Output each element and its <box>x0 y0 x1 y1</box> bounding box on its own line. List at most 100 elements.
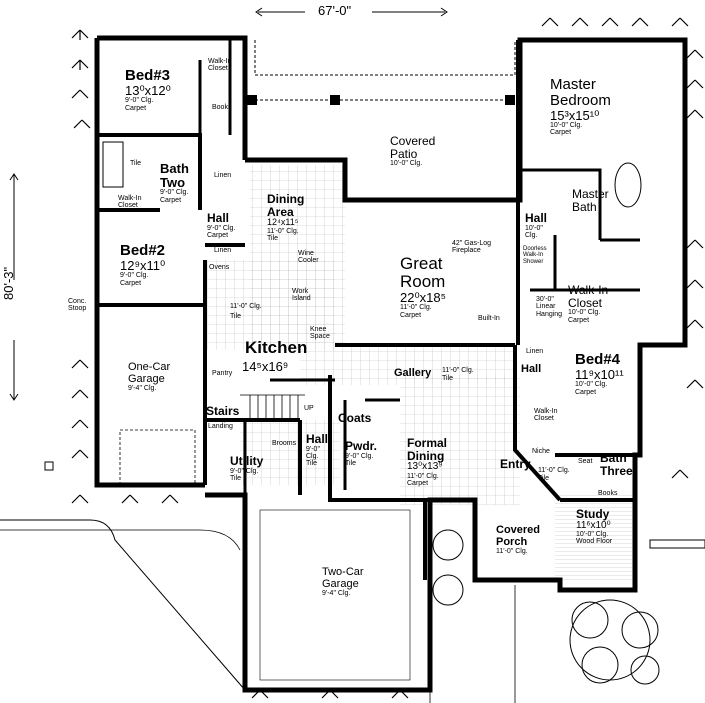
linen-right-label: Linen <box>526 348 544 355</box>
dimension-lines <box>9 7 448 401</box>
room-size: 13⁰x13⁹ <box>407 461 443 473</box>
walls <box>94 35 688 693</box>
room-bath-two: Bath Two 9'-0" Clg. Carpet <box>160 162 202 204</box>
room-ceiling: 10'-0" Clg. <box>390 160 423 168</box>
room-floor: Wood Floor <box>576 538 613 546</box>
room-ceiling: 10'-0" Clg. <box>550 122 583 130</box>
room-ceiling: 9'-0" Clg. <box>345 452 374 460</box>
room-name: Bed#3 <box>125 67 171 84</box>
trees <box>432 529 660 685</box>
gallery-ceiling: 11'-0" Clg. <box>442 367 474 374</box>
room-master-closet: Walk-In Closet 10'-0" Clg. Carpet <box>568 284 628 324</box>
bed3-books-label: Books <box>212 104 232 111</box>
bed2-closet-label: Walk-In Closet <box>118 195 142 210</box>
brooms-label: Brooms <box>272 440 297 447</box>
room-name: Pwdr. <box>345 439 378 453</box>
room-floor: Carpet <box>400 311 422 319</box>
seat-label: Seat <box>578 458 593 465</box>
pantry-label: Pantry <box>212 370 233 377</box>
room-name: Walk-In Closet <box>568 283 609 310</box>
room-name: Dining Area <box>267 192 305 219</box>
room-powder: Pwdr. 9'-0" Clg. Tile <box>345 440 377 467</box>
room-size: 12⁴x11⁵ <box>267 217 299 228</box>
entry-label: Entry <box>500 457 531 471</box>
room-ceiling: 10'-0" Clg. <box>576 531 609 539</box>
room-floor: Carpet <box>125 104 147 112</box>
kitchen-size: 14⁵x16⁹ <box>242 359 289 374</box>
wine-cooler-label: Wine Cooler <box>298 250 319 265</box>
room-name: Formal Dining <box>407 436 448 463</box>
room-size: 22⁰x18⁵ <box>400 289 447 305</box>
work-island-label: Work Island <box>292 288 311 303</box>
entry-ceiling: 11'-0" Clg. <box>538 467 570 474</box>
stairs-up-label: UP <box>304 405 314 412</box>
room-floor: Carpet <box>207 231 229 239</box>
room-ceiling: 9'-0" Clg. <box>306 445 320 460</box>
width-dimension: 67'-0" <box>318 3 352 18</box>
room-floor: Tile <box>230 474 242 482</box>
room-name: Bed#2 <box>120 242 166 259</box>
niche-label: Niche <box>532 448 550 455</box>
shower-label: Doorless Walk-In Shower <box>523 246 547 265</box>
linear-hanging-label: 30'-0" Linear Hanging <box>536 296 563 318</box>
room-great-room: Great Room 22⁰x18⁵ 11'-0" Clg. Carpet <box>400 255 450 319</box>
room-two-car-garage: Two-Car Garage 9'-4" Clg. <box>322 566 382 597</box>
room-floor: Tile <box>345 459 357 467</box>
room-ceiling: 10'-0" Clg. <box>568 309 601 317</box>
room-name: Hall <box>207 211 230 225</box>
room-bed4: Bed#4 11⁹x10¹¹ 10'-0" Clg. Carpet <box>575 352 624 396</box>
room-ceiling: 9'-0" Clg. <box>120 272 149 280</box>
room-size: 11⁹x10¹¹ <box>575 366 624 382</box>
room-utility: Utility 9'-0" Clg. Tile <box>230 455 263 482</box>
room-name: Covered Patio <box>390 134 436 161</box>
room-name: Great Room <box>400 254 446 291</box>
room-covered-porch: Covered Porch 11'-0" Clg. <box>496 524 546 555</box>
bath-two-tile: Tile <box>130 160 142 167</box>
room-floor: Carpet <box>407 480 429 488</box>
room-floor: Tile <box>306 460 318 468</box>
room-ceiling: 10'-0" Clg. <box>525 224 543 239</box>
room-name: Master Bedroom <box>550 76 611 109</box>
room-name: Study <box>576 507 610 521</box>
room-hall-center: Hall 9'-0" Clg. Tile <box>306 433 328 468</box>
hall-linen-label: Linen <box>214 247 232 254</box>
bed4-closet-label: Walk-In Closet <box>534 408 558 423</box>
room-name: Hall <box>306 432 329 446</box>
study-books-label: Books <box>598 490 618 497</box>
room-ceiling: 11'-0" Clg. <box>407 472 439 480</box>
hall-right-label: Hall <box>521 363 542 375</box>
room-study: Study 11⁶x10⁰ 10'-0" Clg. Wood Floor <box>576 508 612 546</box>
knee-space-label: Knee Space <box>310 326 330 341</box>
room-name: Hall <box>525 211 548 225</box>
room-name: Two-Car Garage <box>322 566 364 590</box>
gallery-label: Gallery <box>394 367 432 379</box>
room-size: 11⁶x10⁰ <box>576 519 611 531</box>
room-floor: Carpet <box>160 196 182 204</box>
room-ceiling: 11'-0" Clg. <box>400 304 432 312</box>
stoop-label: Conc. Stoop <box>68 298 87 313</box>
bed3-closet-label: Walk-In Closet <box>208 58 232 73</box>
room-floor: Carpet <box>550 129 572 137</box>
bath-three-label: Bath Three <box>600 451 633 478</box>
kitchen-floor: Tile <box>230 313 242 320</box>
landing-label: Landing <box>208 423 233 430</box>
room-hall-master: Hall 10'-0" Clg. <box>525 212 547 239</box>
room-ceiling: 9'-0" Clg. <box>230 467 259 475</box>
kitchen-ceiling: 11'-0" Clg. <box>230 303 262 310</box>
room-ceiling: 9'-0" Clg. <box>125 97 154 105</box>
room-ceiling: 9'-0" Clg. <box>160 189 189 197</box>
room-hall-left: Hall 9'-0" Clg. Carpet <box>207 212 235 239</box>
room-dining-area: Dining Area 12⁴x11⁵ 11'-0" Clg. Tile <box>267 193 317 242</box>
room-one-car-garage: One-Car Garage 9'-4" Clg. <box>128 361 188 392</box>
room-name: Covered Porch <box>496 524 541 548</box>
depth-dimension: 80'-3" <box>1 266 16 300</box>
room-formal-dining: Formal Dining 13⁰x13⁹ 11'-0" Clg. Carpet <box>407 437 467 487</box>
coats-label: Coats <box>338 411 372 425</box>
stairs-label: Stairs <box>206 404 240 418</box>
room-size: 12⁹x11⁰ <box>120 257 166 273</box>
room-floor: Carpet <box>575 388 597 396</box>
room-ceiling: 9'-0" Clg. <box>207 224 236 232</box>
room-ceiling: 10'-0" Clg. <box>575 381 608 389</box>
